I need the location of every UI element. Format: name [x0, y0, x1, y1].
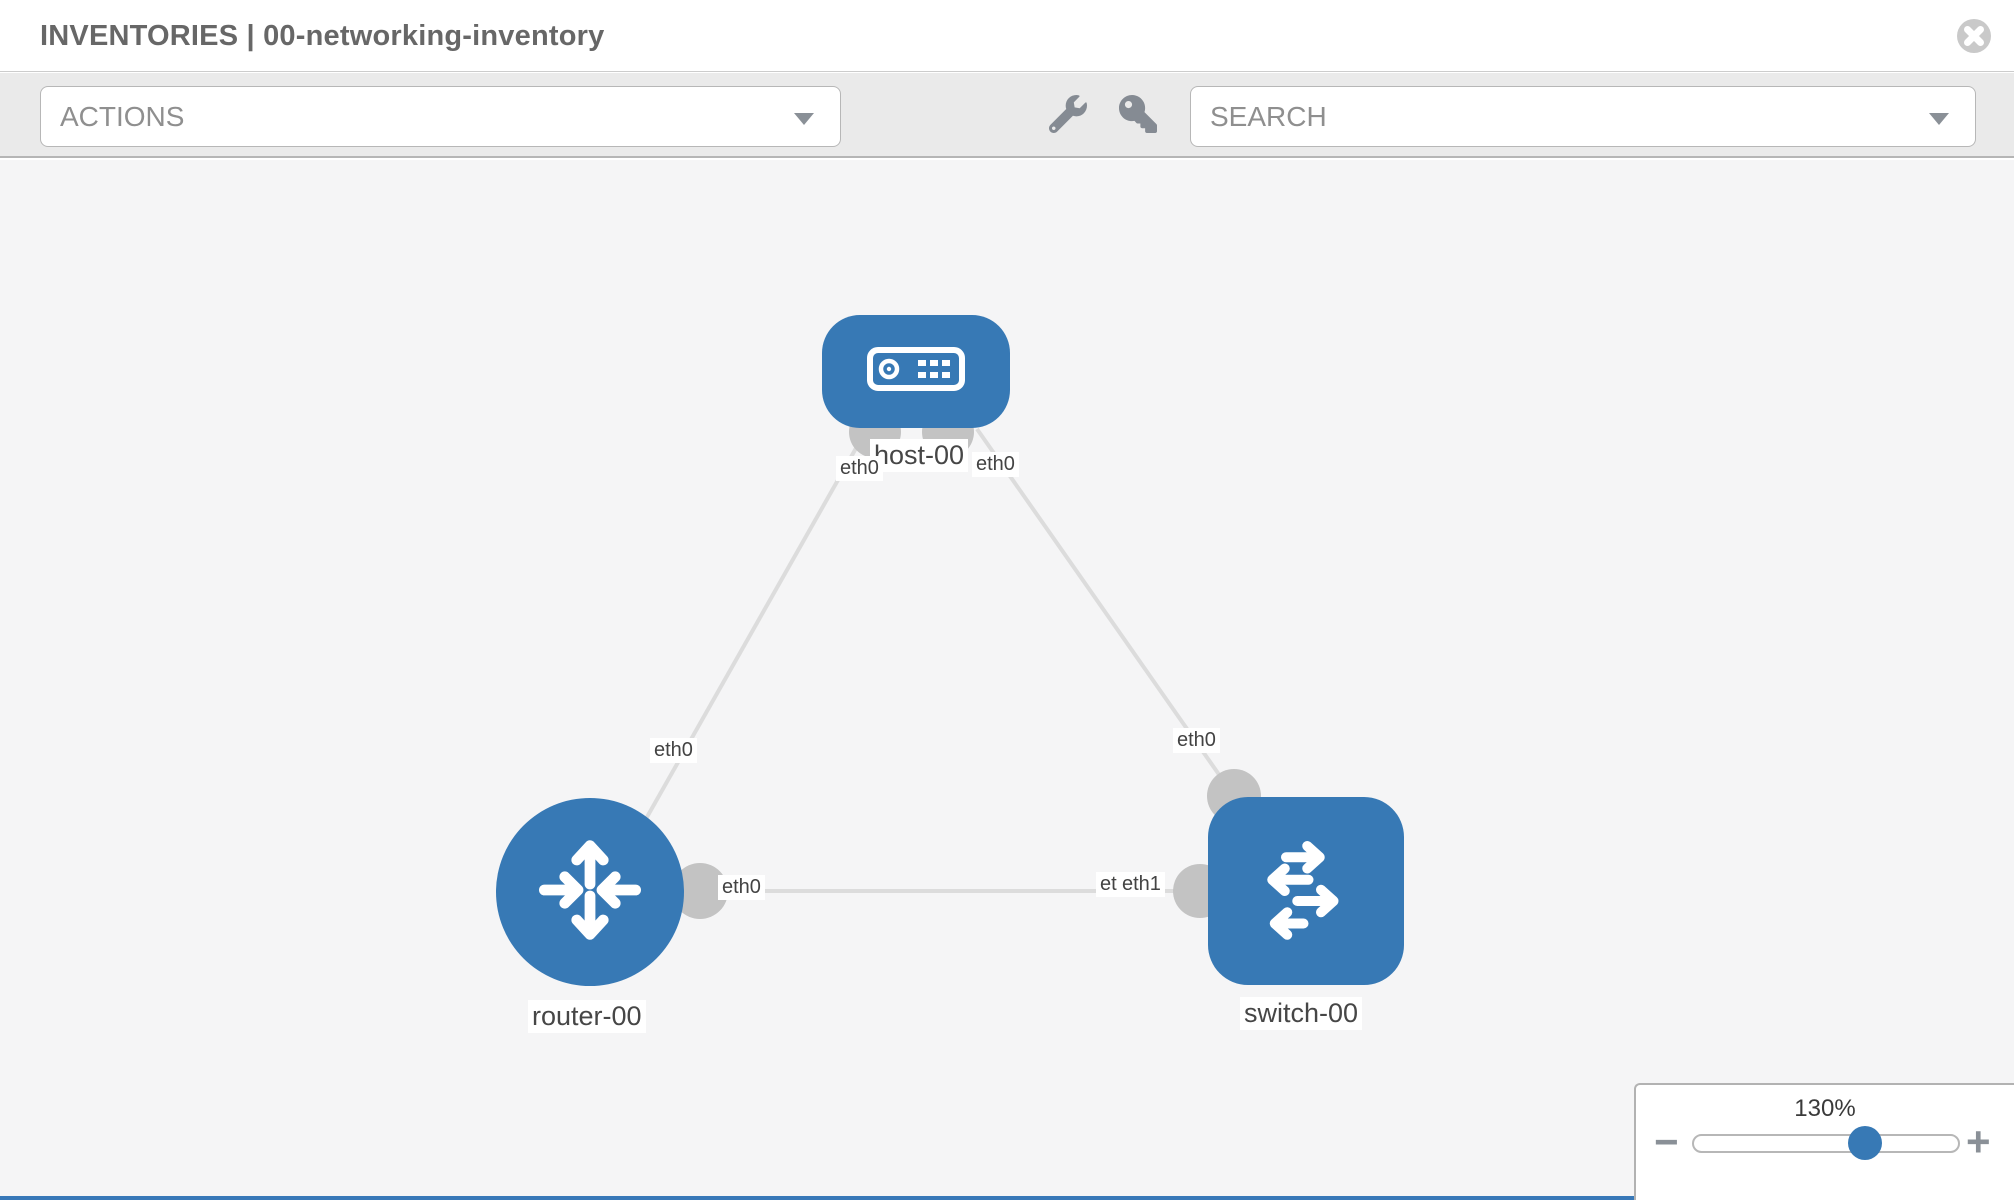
interface-label-host-eth0: eth0 [972, 452, 1019, 477]
node-router-00[interactable] [496, 798, 684, 986]
search-placeholder: SEARCH [1210, 101, 1327, 132]
node-label-switch: switch-00 [1240, 997, 1363, 1030]
actions-dropdown-label: ACTIONS [60, 101, 185, 132]
zoom-slider[interactable] [1692, 1126, 1960, 1160]
close-button[interactable] [1955, 17, 1993, 55]
zoom-panel: 130% − + [1634, 1083, 2014, 1200]
minus-icon: − [1654, 1118, 1679, 1165]
search-dropdown[interactable]: SEARCH [1190, 86, 1976, 147]
configure-button[interactable] [1046, 93, 1090, 137]
interface-label-host-eth0: eth0 [836, 456, 883, 481]
close-icon [1955, 19, 1993, 58]
footer-accent-bar [0, 1196, 1634, 1200]
node-host-00[interactable] [822, 315, 1010, 428]
node-label-router: router-00 [528, 1000, 646, 1033]
chevron-down-icon [1929, 113, 1949, 125]
interface-label-router-eth0: eth0 [650, 738, 697, 763]
node-switch-00[interactable] [1208, 797, 1404, 985]
page-title: INVENTORIES | 00-networking-inventory [40, 20, 605, 52]
zoom-in-button[interactable]: + [1966, 1121, 1991, 1163]
key-icon [1119, 94, 1157, 136]
wrench-icon [1048, 94, 1087, 136]
port-router-eth0[interactable] [672, 863, 728, 919]
modal-header: INVENTORIES | 00-networking-inventory [0, 0, 2014, 72]
interface-label-switch-eth0: eth0 [1173, 728, 1220, 753]
topology-canvas[interactable]: host-00 router-00 switch-00 eth0 eth0 et… [0, 160, 2014, 1200]
router-icon [530, 830, 650, 955]
switch-icon [1241, 826, 1371, 956]
interface-label-router-eth0: eth0 [718, 875, 765, 900]
node-label-host: host-00 [870, 439, 969, 472]
zoom-out-button[interactable]: − [1654, 1121, 1679, 1163]
actions-dropdown[interactable]: ACTIONS [40, 86, 841, 147]
zoom-slider-handle[interactable] [1848, 1126, 1882, 1160]
credentials-button[interactable] [1116, 93, 1160, 137]
interface-label-switch-eth1: eth1 [1118, 872, 1165, 897]
topology-links-layer [598, 406, 1261, 919]
zoom-level: 130% [1794, 1095, 1856, 1122]
plus-icon: + [1966, 1118, 1991, 1165]
toolbar: ACTIONS SEARCH [0, 73, 2014, 158]
host-icon [866, 346, 966, 397]
chevron-down-icon [794, 113, 814, 125]
